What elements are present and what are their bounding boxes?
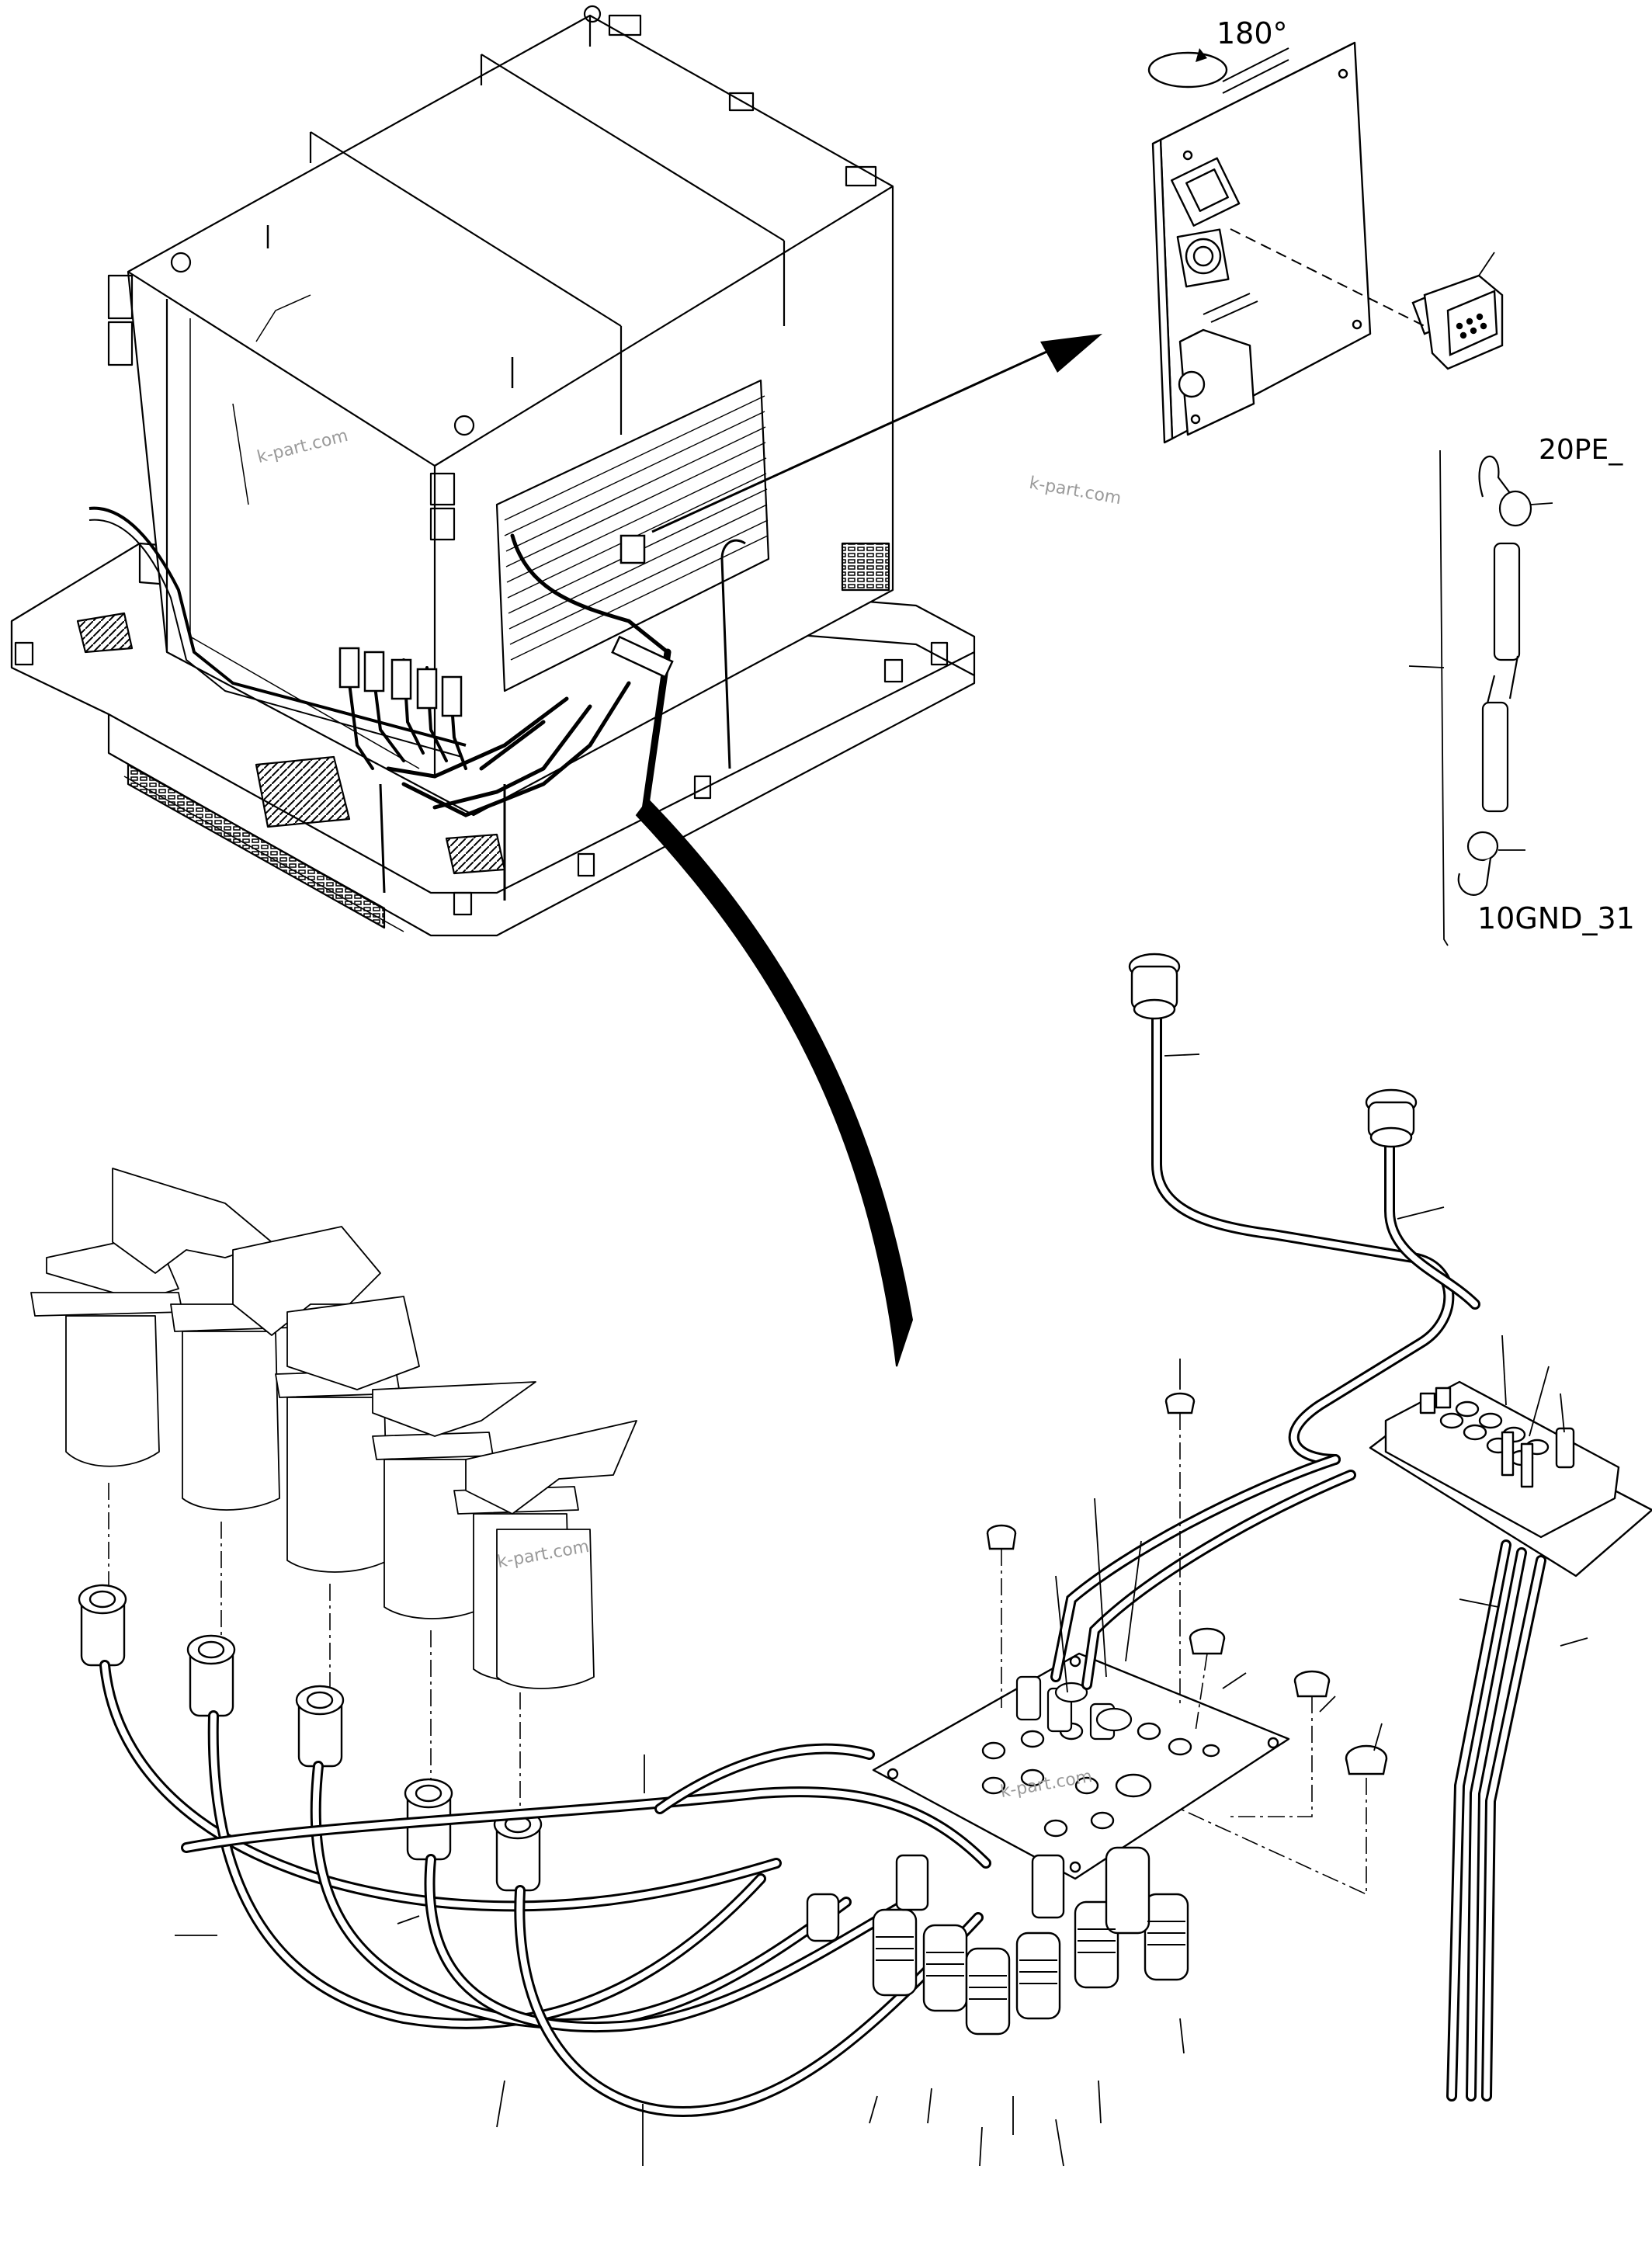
- machine-assembly: [10, 5, 976, 937]
- cable-label-20pe: 20PE_: [1539, 434, 1623, 466]
- plate-terminals: [1015, 1675, 1133, 1741]
- machine-filter-sockets: [338, 534, 674, 717]
- filter-bank: [30, 1168, 637, 1689]
- coupler-ridges: [876, 1921, 1185, 2000]
- detail-straight-arrow: [651, 334, 1102, 533]
- connector-looms: [1050, 1012, 1546, 2102]
- lower-couplers: [806, 1846, 1189, 2036]
- loom-end-connectors: [1128, 953, 1418, 1148]
- hose-bundle: [99, 1660, 991, 2118]
- callout-leaders: [175, 1053, 1588, 2167]
- connector-plate: [1147, 41, 1372, 444]
- rotation-angle-label: 180°: [1216, 16, 1288, 50]
- rotation-arrow-icon: [1196, 48, 1207, 62]
- hose-couplers: [78, 1584, 543, 1892]
- filter-dashed-leaders: [108, 1483, 521, 1817]
- sub-d-plug: [1411, 274, 1504, 370]
- ground-cable: [1408, 449, 1553, 946]
- detail-curve-arrow: [635, 798, 914, 1367]
- cable-label-10gnd: 10GND_31: [1477, 901, 1635, 935]
- grommet-dashed-leaders: [1001, 1413, 1367, 1896]
- junction-block: [1369, 1380, 1652, 1577]
- plug-leader-dashed: [1230, 228, 1425, 327]
